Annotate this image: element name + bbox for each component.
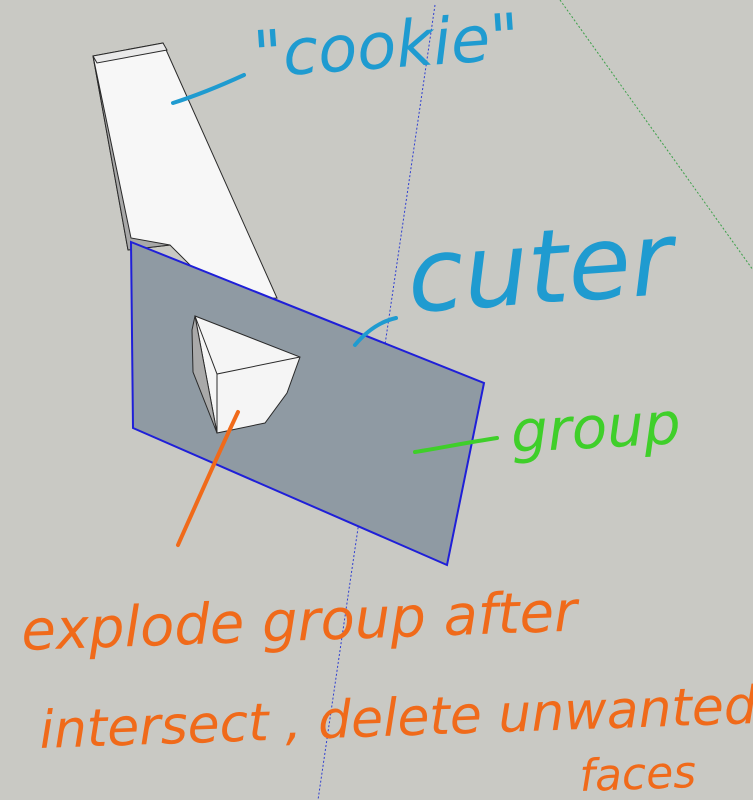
group-label: group — [509, 389, 682, 466]
cutter-label: cuter — [403, 199, 682, 337]
cookie-leader-line — [171, 73, 246, 105]
green-axis-line — [559, 0, 753, 271]
cookie-intersection[interactable] — [191, 315, 301, 434]
cutter-leader-line — [353, 316, 398, 347]
explode-leader-line — [176, 410, 240, 547]
explode-instruction-line3: faces — [579, 747, 697, 800]
group-leader-line — [413, 436, 499, 454]
